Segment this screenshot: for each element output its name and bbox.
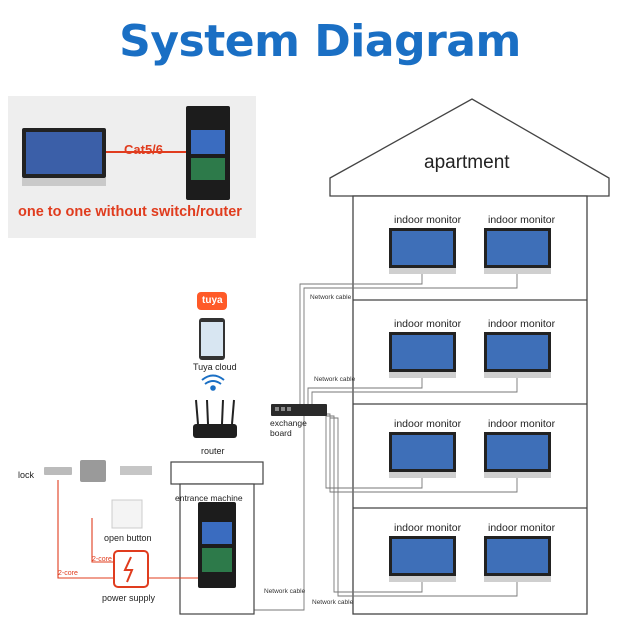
- inset-door-station: [186, 106, 230, 200]
- entrance-door-station: [198, 502, 236, 588]
- exchange-board-label: exchange board: [270, 418, 307, 438]
- router-label: router: [201, 446, 225, 456]
- inset-caption: one to one without switch/router: [18, 204, 242, 220]
- router-device: [193, 399, 237, 438]
- inset-indoor-monitor: [22, 128, 106, 186]
- phone-device: [199, 318, 225, 360]
- wire-2core-label: 2-core: [58, 570, 78, 577]
- power-supply-label: power supply: [102, 593, 156, 603]
- power-supply-device: [113, 550, 149, 588]
- indoor-monitor-label: indoor monitor: [488, 418, 556, 430]
- indoor-monitor-unit: [484, 432, 551, 478]
- indoor-monitor-unit: [389, 228, 456, 274]
- indoor-monitor-label: indoor monitor: [394, 214, 462, 226]
- inset-cable-label: Cat5/6: [124, 142, 164, 157]
- apartment-label: apartment: [424, 152, 510, 173]
- wifi-icon: [201, 374, 225, 391]
- lock-label: lock: [18, 470, 35, 480]
- entrance-machine-label: entrance machine: [175, 493, 243, 503]
- indoor-monitor-unit: [389, 536, 456, 582]
- tuya-logo-text: tuya: [202, 295, 223, 306]
- tuya-cloud-label: Tuya cloud: [193, 362, 237, 372]
- indoor-monitor-label: indoor monitor: [394, 418, 462, 430]
- wire-2core-label: 2-core: [92, 556, 112, 563]
- indoor-monitor-label: indoor monitor: [488, 318, 556, 330]
- open-button-label: open button: [104, 533, 152, 543]
- house-roof: [329, 98, 610, 197]
- indoor-monitor-label: indoor monitor: [394, 318, 462, 330]
- exchange-board-device: [271, 404, 327, 416]
- lock-devices: [44, 460, 152, 482]
- network-cable-label: Network cable: [310, 294, 352, 301]
- indoor-monitor-unit: [484, 536, 551, 582]
- indoor-monitor-unit: [389, 432, 456, 478]
- network-cable-label: Network cable: [314, 376, 356, 383]
- network-cable-label: Network cable: [312, 599, 354, 606]
- indoor-monitor-label: indoor monitor: [488, 522, 556, 534]
- network-cable-label: Network cable: [264, 588, 306, 595]
- house-body: [352, 195, 588, 615]
- indoor-monitor-label: indoor monitor: [394, 522, 462, 534]
- open-button-device: [111, 499, 143, 529]
- page-title: System Diagram: [119, 16, 521, 67]
- tuya-logo-badge: [197, 292, 227, 310]
- indoor-monitor-label: indoor monitor: [488, 214, 556, 226]
- network-cables: [229, 274, 518, 611]
- indoor-monitor-unit: [484, 332, 551, 378]
- indoor-monitor-unit: [389, 332, 456, 378]
- red-wires: [57, 480, 198, 579]
- indoor-monitor-unit: [484, 228, 551, 274]
